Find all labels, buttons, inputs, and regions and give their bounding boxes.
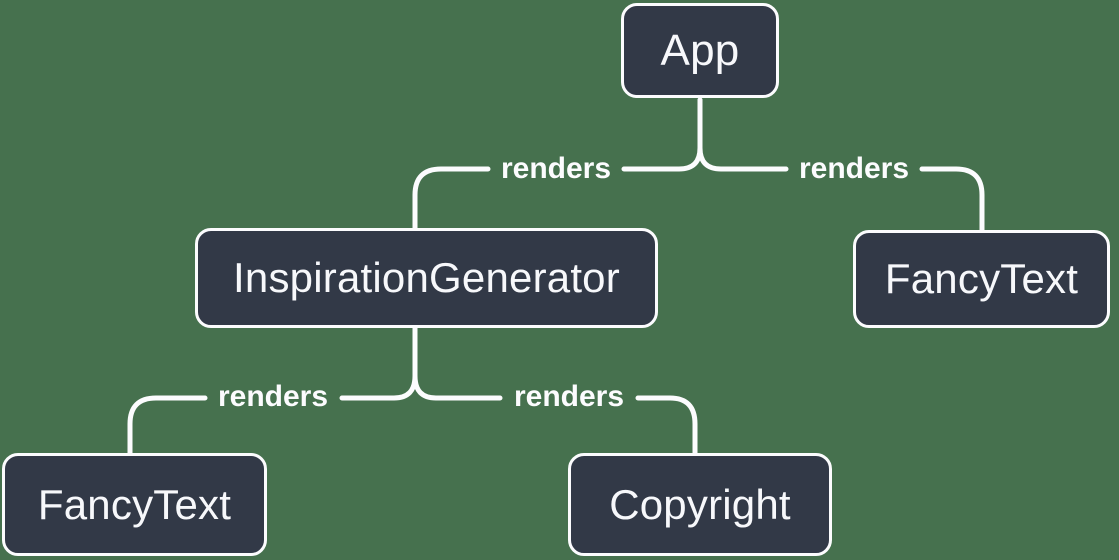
node-app-label: App [660,25,740,75]
edge-inspirationgenerator-to-copyright-segment-2 [635,395,698,456]
edge-label-renders-inspirationgenerator-copyright: renders [513,380,625,413]
edge-app-to-fancytext-segment-1 [697,97,789,172]
edge-label-renders-inspirationgenerator-fancytext: renders [217,380,329,413]
node-fancy-text-bottom-label: FancyText [37,480,232,528]
node-app: App [621,3,779,98]
node-copyright-label: Copyright [609,480,791,528]
node-inspiration-generator-label: InspirationGenerator [233,254,620,301]
edge-app-to-fancytext-segment-2 [919,166,985,233]
edge-label-renders-app-inspirationgenerator: renders [500,152,612,185]
edge-inspirationgenerator-to-fancytext-segment-1 [339,325,418,401]
edge-label-renders-app-fancytext: renders [798,152,910,185]
edge-app-to-inspirationgenerator-segment-1 [621,97,703,172]
node-fancy-text-bottom: FancyText [2,453,267,556]
node-inspiration-generator: InspirationGenerator [195,228,658,328]
edge-inspirationgenerator-to-copyright-segment-1 [412,325,503,401]
node-copyright: Copyright [568,453,832,556]
edge-inspirationgenerator-to-fancytext-segment-2 [127,395,208,456]
edge-app-to-inspirationgenerator-segment-2 [412,166,491,231]
node-fancy-text-top: FancyText [853,230,1110,328]
node-fancy-text-top-label: FancyText [884,255,1079,302]
